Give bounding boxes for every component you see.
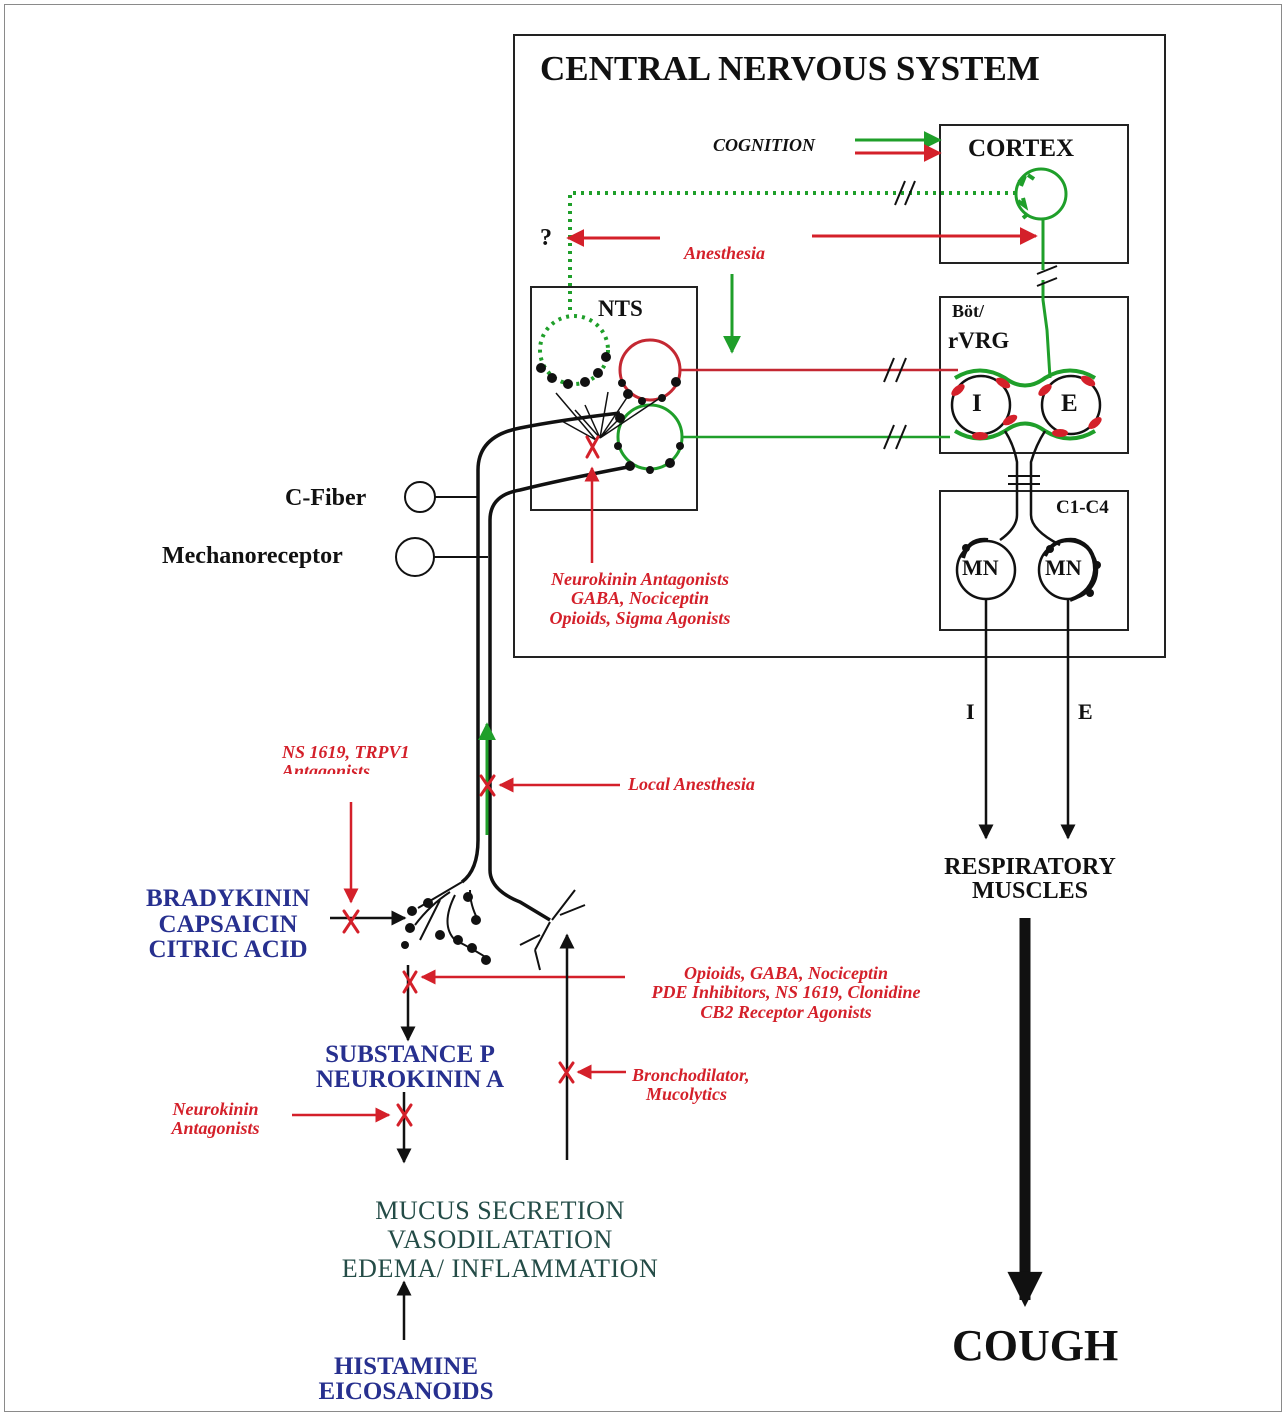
- central-drugs-label: Neurokinin Antagonists GABA, Nociceptin …: [505, 569, 775, 628]
- respiratory-line: MUSCLES: [971, 877, 1089, 904]
- cortex-to-nts-dotted-path: [568, 191, 1016, 310]
- block-marks: [342, 435, 600, 1127]
- mn-left-label: MN: [962, 555, 999, 580]
- expiratory-neuron: [1040, 374, 1102, 436]
- neurokinin-line: Antagonists: [171, 1118, 260, 1139]
- cortex-descending-axon: [1041, 219, 1052, 379]
- cortex-box: [939, 124, 1129, 264]
- effect-item: MUCUS SECRETION: [375, 1196, 625, 1225]
- neuropeptide-item: NEUROKININ A: [315, 1066, 505, 1093]
- respiratory-muscles-label: RESPIRATORY MUSCLES: [900, 854, 1160, 904]
- cns-box: [513, 34, 1166, 658]
- mediators-label: HISTAMINE EICOSANOIDS: [290, 1354, 522, 1404]
- mechanoreceptor-label: Mechanoreceptor: [162, 543, 343, 569]
- bronchodilator-line: Bronchodilator,: [632, 1065, 750, 1085]
- mediator-item: EICOSANOIDS: [318, 1378, 494, 1405]
- inspiratory-output-label: I: [966, 699, 975, 724]
- c-fiber-axon: [460, 411, 621, 884]
- central-drug-line: Opioids, Sigma Agonists: [549, 607, 731, 628]
- mechanoreceptor-endings: [519, 889, 586, 971]
- stimulus-item: BRADYKININ: [146, 885, 310, 912]
- nts-synapses: [536, 352, 684, 474]
- question-mark: ?: [540, 225, 552, 251]
- spinal-label: C1-C4: [1056, 497, 1109, 518]
- mn-right-label: MN: [1045, 555, 1082, 580]
- nts-label: NTS: [598, 296, 643, 321]
- mechanoreceptor-receptor: [395, 537, 435, 577]
- peripheral-drug-line: PDE Inhibitors, NS 1619, Clonidine: [651, 982, 921, 1003]
- c-fiber-label: C-Fiber: [285, 485, 367, 511]
- rvrg-label: rVRG: [948, 328, 1010, 353]
- trpv1-line: Antagonists: [282, 762, 371, 775]
- nts-box: [530, 286, 698, 511]
- bot-synapses: [951, 375, 1102, 440]
- neurokinin-line: Neurokinin: [172, 1099, 259, 1119]
- c-fiber-receptor: [404, 481, 436, 513]
- expiratory-output-label: E: [1078, 699, 1093, 724]
- stimulus-item: CITRIC ACID: [148, 936, 308, 963]
- cns-title: CENTRAL NERVOUS SYSTEM: [540, 49, 1040, 88]
- central-drug-line: GABA, Nociceptin: [571, 588, 709, 609]
- mediator-item: HISTAMINE: [333, 1353, 478, 1380]
- cognition-label: COGNITION: [713, 135, 816, 155]
- effects-label: MUCUS SECRETION VASODILATATION EDEMA/ IN…: [300, 1196, 700, 1283]
- nts-dotted-neuron: [538, 314, 610, 386]
- trpv1-line: NS 1619, TRPV1: [282, 742, 410, 762]
- peripheral-drug-line: Opioids, GABA, Nociceptin: [683, 963, 888, 983]
- central-drug-line: Neurokinin Antagonists: [551, 569, 729, 589]
- bot-label: Böt/: [952, 301, 985, 321]
- bronchodilator-label: Bronchodilator, Mucolytics: [632, 1065, 750, 1105]
- respiratory-line: RESPIRATORY: [944, 854, 1116, 880]
- trpv1-label: NS 1619, TRPV1 Antagonists: [282, 742, 410, 775]
- stimulus-item: CAPSAICIN: [158, 910, 298, 938]
- effect-item: EDEMA/ INFLAMMATION: [341, 1254, 659, 1284]
- effect-item: VASODILATATION: [387, 1225, 613, 1255]
- local-anesthesia-label: Local Anesthesia: [628, 774, 755, 794]
- neurokinin-antagonists-label: Neurokinin Antagonists: [148, 1099, 283, 1139]
- figure-frame: [4, 4, 1282, 1412]
- peripheral-drug-line: CB2 Receptor Agonists: [700, 1001, 872, 1022]
- spinal-box: [939, 490, 1129, 631]
- cough-label: COUGH: [952, 1321, 1119, 1370]
- stimuli-label: BRADYKININ CAPSAICIN CITRIC ACID: [115, 886, 341, 963]
- neuropeptide-item: SUBSTANCE P: [325, 1041, 495, 1068]
- neuropeptides-label: SUBSTANCE P NEUROKININ A: [290, 1042, 530, 1092]
- bronchodilator-line: Mucolytics: [646, 1084, 727, 1105]
- e-neuron-label: E: [1061, 390, 1078, 417]
- peripheral-drugs-label: Opioids, GABA, Nociceptin PDE Inhibitors…: [605, 963, 967, 1022]
- cortex-label: CORTEX: [968, 135, 1075, 162]
- bot-to-spinal-axons: [999, 430, 1061, 547]
- i-neuron-label: I: [972, 390, 982, 417]
- c-fiber-terminals: [401, 892, 491, 965]
- anesthesia-label: Anesthesia: [684, 243, 766, 263]
- mechanoreceptor-axon: [488, 465, 629, 922]
